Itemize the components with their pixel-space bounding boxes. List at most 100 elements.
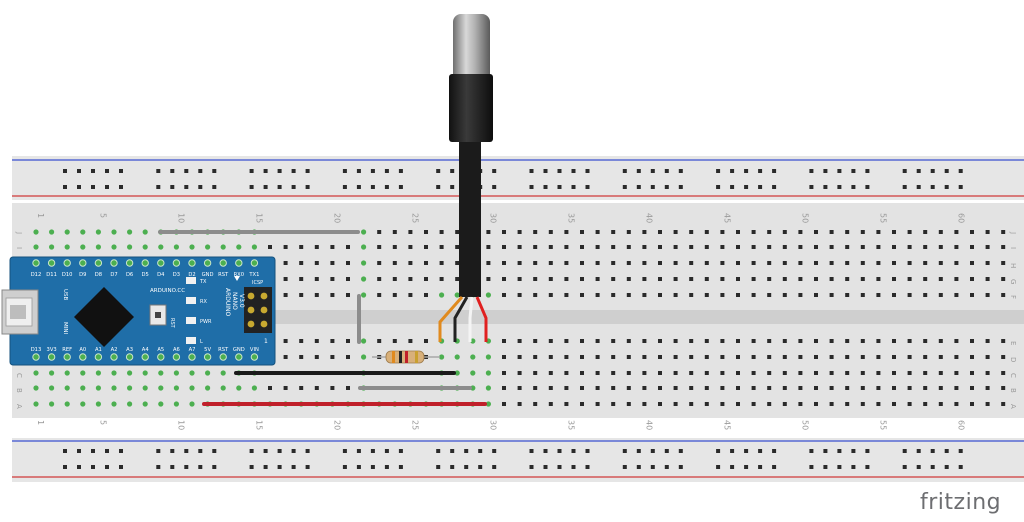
nano-top-pin-label: D11 [46,272,57,278]
breadboard-hole [845,261,850,265]
breadboard-hole [95,244,101,250]
breadboard-hole [876,402,881,406]
breadboard-hole [751,245,756,249]
top-rail-hole [212,169,217,173]
breadboard-hole [626,371,631,375]
breadboard-hole [502,230,506,234]
bottom-rail-hole [398,449,403,453]
column-label: 10 [176,213,185,223]
bottom-rail-hole [212,465,217,469]
breadboard-hole [330,355,335,359]
row-label: I [15,247,23,249]
bottom-rail-hole [478,449,483,453]
breadboard-hole [314,339,319,343]
breadboard-hole [907,293,912,297]
top-rail-hole [636,185,641,189]
breadboard-hole [954,386,959,390]
bottom-rail-hole [77,465,81,469]
top-rail-hole [450,185,455,189]
breadboard-hole [33,244,39,250]
breadboard-hole [938,355,943,359]
breadboard-hole [377,245,382,249]
breadboard-hole [49,229,55,235]
breadboard-hole [658,293,662,297]
bottom-rail-hole [198,465,203,469]
breadboard-hole [173,244,179,250]
breadboard-hole [236,385,242,391]
breadboard-hole [626,245,631,249]
nano-pin [141,259,149,267]
breadboard-hole [377,293,382,297]
breadboard-hole [938,230,943,234]
breadboard-hole [361,292,367,298]
breadboard-hole [923,277,928,281]
breadboard-hole [158,370,164,376]
nano-top-pin-label: D4 [157,272,165,278]
top-rail-hole [170,185,175,189]
bottom-rail-hole [184,449,189,453]
breadboard-hole [470,370,476,376]
breadboard-hole [564,371,569,375]
breadboard-hole [49,244,55,250]
breadboard-hole [533,230,538,234]
breadboard-hole [314,261,319,265]
bottom-rail-hole [277,465,282,469]
breadboard-hole [580,261,584,265]
breadboard-hole [814,386,818,390]
breadboard-hole [907,339,912,343]
breadboard-hole [1001,277,1006,281]
breadboard-hole [439,230,444,234]
sensor-wire-red [475,296,488,342]
bottom-rail-hole [105,449,109,453]
breadboard-hole [860,261,865,265]
top-rail-hole [198,185,203,189]
breadboard-hole [517,371,522,375]
breadboard-hole [424,261,428,265]
top-rail-hole [851,169,856,173]
top-rail-hole [557,185,562,189]
breadboard-hole [611,261,616,265]
breadboard-hole [580,293,584,297]
top-rail-hole [543,185,548,189]
breadboard-hole [564,245,569,249]
breadboard-hole [938,261,943,265]
breadboard-hole [283,293,288,297]
breadboard-hole [782,245,787,249]
breadboard-hole [283,261,288,265]
breadboard-hole [767,293,772,297]
breadboard-hole [876,245,881,249]
column-label: 25 [410,213,419,223]
breadboard-hole [346,293,350,297]
bottom-rail-hole [170,449,175,453]
breadboard-hole [564,386,569,390]
breadboard-hole [299,355,304,359]
breadboard-hole [860,293,865,297]
breadboard-hole [142,370,148,376]
breadboard-hole [485,292,491,298]
bottom-rail-hole [492,465,497,469]
breadboard-hole [626,277,631,281]
breadboard-hole [299,277,304,281]
breadboard-hole [954,402,959,406]
usb-connector [1,289,39,335]
column-label: 30 [488,213,497,223]
breadboard-hole [455,245,460,249]
bottom-rail-hole [716,465,721,469]
top-rail-hole [865,169,870,173]
breadboard-hole [736,371,740,375]
top-rail-hole [930,185,935,189]
breadboard-hole [845,371,850,375]
breadboard-hole [798,402,803,406]
breadboard-hole [970,261,974,265]
bottom-rail-hole [571,465,576,469]
breadboard-hole [938,402,943,406]
nano-pin [47,259,56,267]
bottom-power-rail [12,438,1024,482]
breadboard-hole [548,339,553,343]
breadboard-hole [814,402,818,406]
breadboard-hole [485,401,491,407]
breadboard-hole [111,244,117,250]
breadboard-hole [782,371,787,375]
breadboard-hole [595,371,600,375]
